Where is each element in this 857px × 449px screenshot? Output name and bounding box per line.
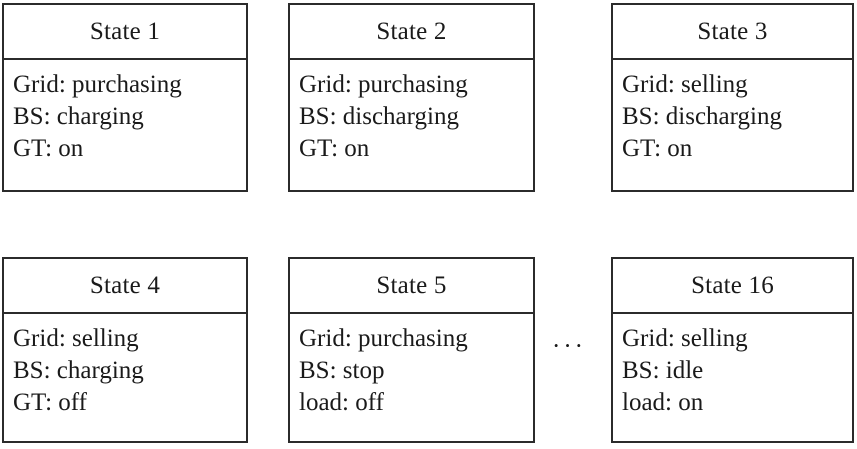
state-box-1-title: State 1 [4,5,246,60]
state-box-5-body: Grid: purchasing BS: stop load: off [290,314,533,441]
state-box-1-line-bs: BS: charging [13,103,144,130]
state-box-5: State 5 Grid: purchasing BS: stop load: … [288,257,535,443]
ellipsis-icon: ··· [552,333,586,360]
state-box-5-title: State 5 [290,259,533,314]
state-box-3-line-grid: Grid: selling [622,71,748,98]
state-box-16-line-load: load: on [622,389,704,416]
state-box-16: State 16 Grid: selling BS: idle load: on [611,257,854,443]
state-box-16-line-grid: Grid: selling [622,325,748,352]
state-box-3-line-gt: GT: on [622,135,693,162]
state-box-2-body: Grid: purchasing BS: discharging GT: on [290,60,533,190]
state-box-4-line-bs: BS: charging [13,357,144,384]
state-box-2-line-bs: BS: discharging [299,103,459,130]
state-box-2-line-gt: GT: on [299,135,370,162]
state-box-5-line-load: load: off [299,389,384,416]
state-box-5-line-bs: BS: stop [299,357,385,384]
state-box-1-body: Grid: purchasing BS: charging GT: on [4,60,246,190]
state-box-16-title: State 16 [613,259,852,314]
state-box-2-line-grid: Grid: purchasing [299,71,468,98]
state-box-4-line-gt: GT: off [13,389,87,416]
state-box-2-title: State 2 [290,5,533,60]
state-box-1-line-gt: GT: on [13,135,84,162]
state-box-16-body: Grid: selling BS: idle load: on [613,314,852,441]
state-box-16-line-bs: BS: idle [622,357,704,384]
state-box-3-title: State 3 [613,5,852,60]
state-box-4-title: State 4 [4,259,246,314]
state-box-4: State 4 Grid: selling BS: charging GT: o… [2,257,248,443]
state-box-3-line-bs: BS: discharging [622,103,782,130]
state-box-2: State 2 Grid: purchasing BS: discharging… [288,3,535,192]
state-box-4-line-grid: Grid: selling [13,325,139,352]
state-box-4-body: Grid: selling BS: charging GT: off [4,314,246,441]
state-box-5-line-grid: Grid: purchasing [299,325,468,352]
state-box-1: State 1 Grid: purchasing BS: charging GT… [2,3,248,192]
state-box-3: State 3 Grid: selling BS: discharging GT… [611,3,854,192]
state-box-3-body: Grid: selling BS: discharging GT: on [613,60,852,190]
state-box-1-line-grid: Grid: purchasing [13,71,182,98]
